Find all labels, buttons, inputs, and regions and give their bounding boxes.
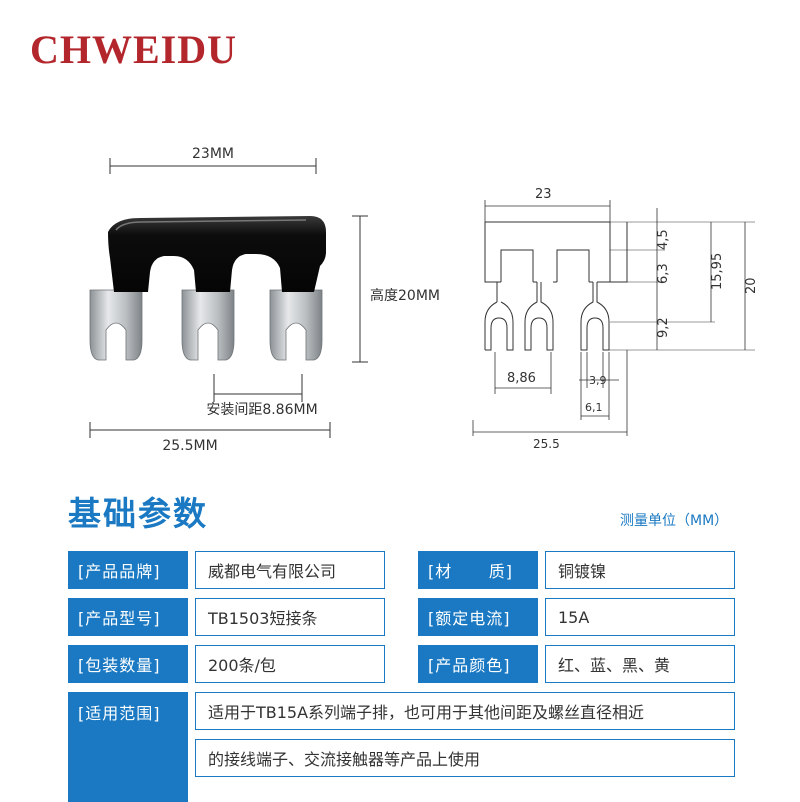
drawing-outline xyxy=(484,221,628,351)
dim-6-3-label: 6,3 xyxy=(656,263,671,284)
dim-spacing-label: 安装间距8.86MM xyxy=(206,402,317,418)
cover-highlight xyxy=(115,219,307,231)
dim-8-86-label: 8,86 xyxy=(507,371,536,386)
technical-drawing: 23 4,5 6,3 9,2 15,95 20 8,86 3,9 6,1 xyxy=(472,187,759,450)
extension-lines xyxy=(609,221,755,351)
unit-note: 测量单位（MM） xyxy=(620,513,729,529)
dim-line-23 xyxy=(484,200,611,222)
dim-top-width-label: 23MM xyxy=(192,146,234,162)
product-photo: 23MM 高度20MM 安装间距8.86MM 25.5MM xyxy=(89,146,440,454)
dim-line-top-width xyxy=(109,158,317,174)
dim-vertical-lines xyxy=(656,208,746,350)
label-scope: [适用范围] xyxy=(68,692,188,802)
value-material: 铜镀镍 xyxy=(545,551,735,589)
dim-20-label: 20 xyxy=(744,277,759,294)
value-current: 15A xyxy=(545,598,735,636)
section-title: 基础参数 xyxy=(68,494,208,533)
value-scope-line2: 的接线端子、交流接触器等产品上使用 xyxy=(195,739,735,777)
brand-logo: CHWEIDU xyxy=(30,27,238,72)
label-material: [材 质] xyxy=(418,551,538,589)
dim-9-2-label: 9,2 xyxy=(656,317,671,338)
dim-3-9-label: 3,9 xyxy=(589,374,607,387)
value-color: 红、蓝、黑、黄 xyxy=(545,645,735,683)
value-pack: 200条/包 xyxy=(195,645,385,683)
dim-line-height xyxy=(352,215,368,363)
dim-bottom-width-label: 25.5MM xyxy=(162,438,217,454)
dim-line-bottom-width xyxy=(89,422,331,438)
dim-line-spacing xyxy=(213,374,303,402)
label-color: [产品颜色] xyxy=(418,645,538,683)
value-model: TB1503短接条 xyxy=(195,598,385,636)
dim-23-label: 23 xyxy=(535,187,552,202)
value-brand: 威都电气有限公司 xyxy=(195,551,385,589)
value-scope-line1: 适用于TB15A系列端子排，也可用于其他间距及螺丝直径相近 xyxy=(195,692,735,730)
dim-bottom-lines xyxy=(472,350,628,436)
label-pack: [包装数量] xyxy=(68,645,188,683)
label-model: [产品型号] xyxy=(68,598,188,636)
label-current: [额定电流] xyxy=(418,598,538,636)
dim-25-5-label: 25.5 xyxy=(533,437,560,450)
label-brand: [产品品牌] xyxy=(68,551,188,589)
black-insulating-cover xyxy=(108,216,326,292)
metal-forks xyxy=(89,289,323,361)
dim-6-1-label: 6,1 xyxy=(585,401,603,414)
dim-height-label: 高度20MM xyxy=(370,287,440,304)
dim-4-5-label: 4,5 xyxy=(656,229,671,250)
dim-15-95-label: 15,95 xyxy=(710,253,725,290)
